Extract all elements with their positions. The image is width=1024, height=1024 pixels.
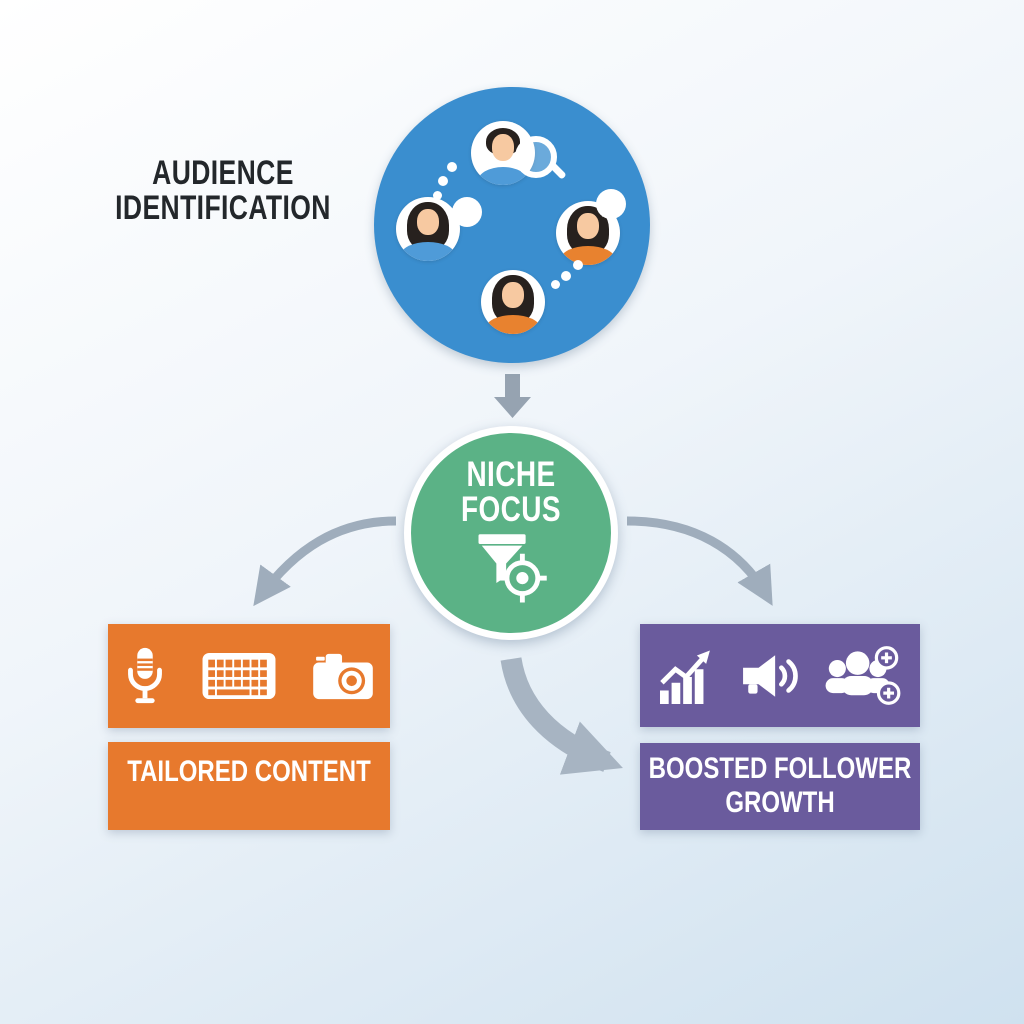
tailored-content-label-box: TAILORED CONTENT xyxy=(108,742,390,830)
arrow-curve-left-icon xyxy=(253,516,397,607)
niche-focus-node: NICHE FOCUS xyxy=(404,426,618,640)
audience-identification-label: AUDIENCE IDENTIFICATION xyxy=(115,154,331,228)
dotted-connector xyxy=(438,176,448,186)
growth-chart-icon xyxy=(660,650,710,704)
niche-focus-label: NICHE FOCUS xyxy=(461,455,561,529)
audience-identification-node xyxy=(374,87,650,363)
microphone-icon xyxy=(128,647,162,704)
tailored-content-icons-box xyxy=(108,624,390,728)
magnifying-glass-icon xyxy=(515,136,557,178)
funnel-target-icon xyxy=(478,534,547,603)
boosted-follower-growth-label-box: BOOSTED FOLLOWER GROWTH xyxy=(640,743,920,830)
avatar-woman-left xyxy=(396,197,460,261)
torso xyxy=(561,246,615,265)
boosted-follower-growth-label: BOOSTED FOLLOWER GROWTH xyxy=(648,752,912,819)
follower-growth-icons-box xyxy=(640,624,920,727)
dotted-connector xyxy=(561,271,571,281)
face xyxy=(492,134,514,161)
dotted-connector xyxy=(433,191,442,200)
add-followers-icon xyxy=(825,645,901,705)
arrow-curve-center-icon xyxy=(500,657,623,775)
torso xyxy=(401,242,455,261)
torso xyxy=(486,315,540,334)
face xyxy=(417,209,439,235)
torso xyxy=(478,167,528,185)
dotted-connector xyxy=(573,260,583,270)
camera-icon xyxy=(313,653,373,700)
avatar-man-search xyxy=(471,121,535,185)
keyboard-icon xyxy=(202,652,276,700)
arrow-down-icon xyxy=(494,374,531,418)
megaphone-icon xyxy=(743,654,798,697)
dotted-connector xyxy=(551,280,560,289)
tailored-content-label: TAILORED CONTENT xyxy=(127,755,371,788)
speech-bubble-icon xyxy=(452,197,482,227)
dotted-connector xyxy=(447,162,457,172)
arrow-curve-right-icon xyxy=(626,516,773,606)
face xyxy=(502,282,524,308)
avatar-woman-bottom xyxy=(481,270,545,334)
speech-bubble-icon xyxy=(596,189,626,219)
